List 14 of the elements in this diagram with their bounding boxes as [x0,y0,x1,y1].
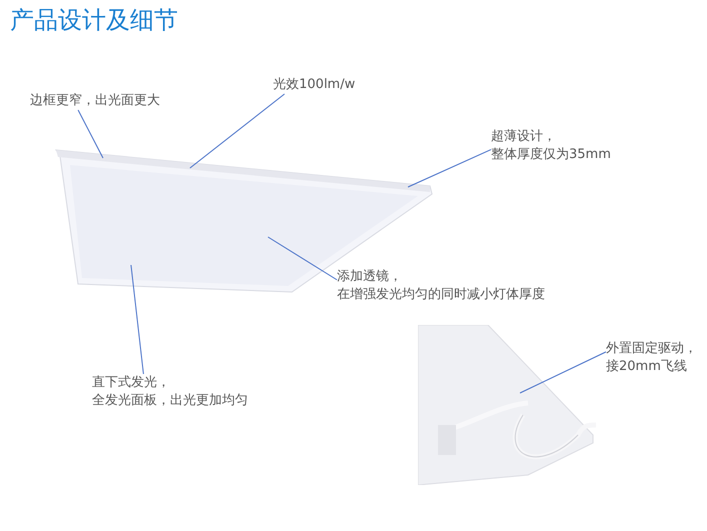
leader-line [190,94,285,168]
leader-line [78,110,104,158]
page-title: 产品设计及细节 [10,5,178,36]
callout-text: 外置固定驱动，接20mm飞线 [606,340,697,376]
leader-line [268,236,338,280]
panel-back-drawing [418,325,598,485]
leader-line [408,149,492,188]
leader-line [520,351,606,394]
callout-text: 光效100lm/w [273,76,356,94]
leader-line [130,264,144,374]
callout-text: 超薄设计，整体厚度仅为35mm [491,128,611,164]
callout-text: 边框更窄，出光面更大 [30,92,160,110]
callout-text: 直下式发光，全发光面板，出光更加均匀 [92,374,248,410]
callout-text: 添加透镜，在增强发光均匀的同时减小灯体厚度 [337,268,545,304]
